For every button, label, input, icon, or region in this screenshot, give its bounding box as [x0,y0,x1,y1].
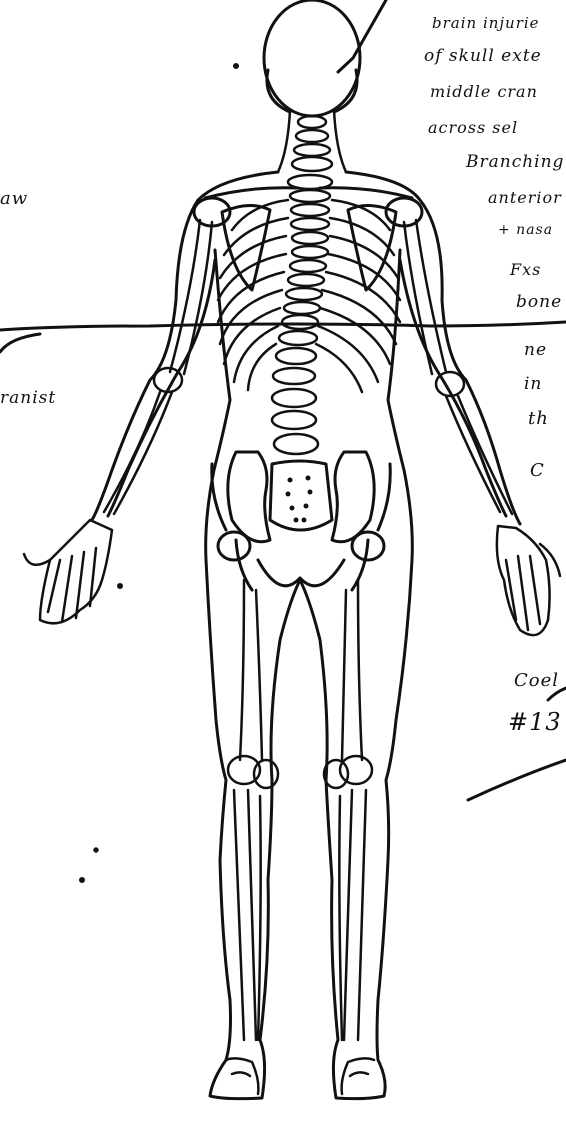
annotation-line-8: Fxs [510,260,541,279]
annotation-left-mid: ranist [0,388,56,408]
annotation-line-5: Branching [466,152,564,172]
annotation-left-top: aw [0,188,28,209]
leg-outline [206,560,412,1099]
sacrum-dots [286,476,313,523]
left-hand [24,520,112,623]
feet [226,1058,374,1094]
annotation-line-12: th [528,408,549,429]
right-hand [497,526,560,635]
stray-mark [235,65,238,68]
arm-bones [104,220,512,514]
skull-jaw [267,70,357,112]
stray-mark [119,585,122,588]
left-bracket [0,334,40,352]
annotation-line-13: C [530,460,545,481]
annotation-line-10: ne [524,340,547,360]
spine [272,175,332,454]
annotation-line-1: brain injurie [432,14,540,32]
annotation-number: #13 [508,708,562,736]
cervical-spine [278,110,346,172]
annotation-line-7: + nasa [498,222,553,238]
annotation-line-11: in [524,374,542,394]
annotation-line-6: anterior [488,188,562,207]
annotation-line-4: across sel [428,118,518,137]
annotation-line-3: middle cran [430,82,538,101]
pelvis [212,452,390,590]
annotation-line-9: bone [516,292,562,312]
leg-bones [228,580,372,1040]
stray-mark [81,879,84,882]
annotation-line-2: of skull exte [424,46,542,66]
stray-mark [95,849,97,851]
signature-stroke [468,760,566,800]
pointer-line [338,0,386,72]
skull [264,0,360,116]
annotation-coel: Coel [514,670,559,691]
